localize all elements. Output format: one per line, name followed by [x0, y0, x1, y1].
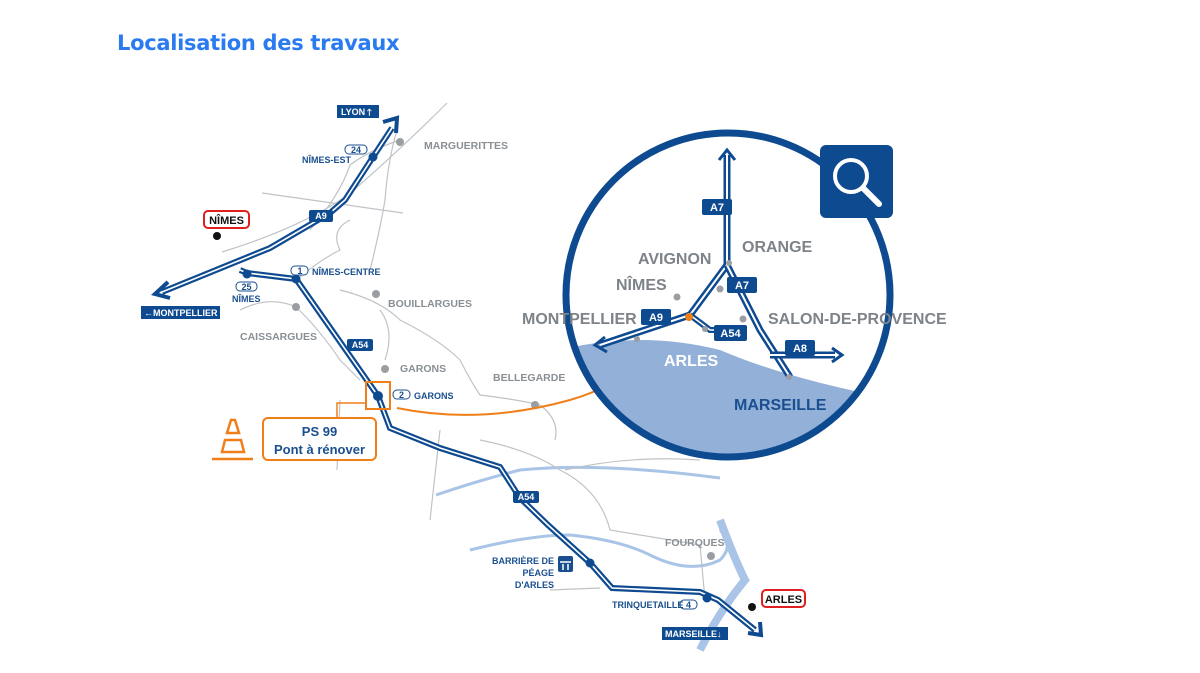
town-label: BOUILLARGUES	[388, 298, 472, 310]
svg-text:MARSEILLE: MARSEILLE	[665, 629, 717, 639]
arrow-up-icon: 🡑	[367, 107, 372, 117]
town-label: FOURQUES	[665, 537, 725, 549]
highway-shield	[513, 491, 539, 503]
svg-text:NÎMES-EST: NÎMES-EST	[302, 154, 352, 165]
exit-24: 24 NÎMES-EST	[302, 144, 368, 165]
svg-text:MONTPELLIER: MONTPELLIER	[522, 311, 637, 328]
direction-lyon: LYON 🡑	[337, 105, 379, 118]
exit-1: 1 NÎMES-CENTRE	[290, 265, 381, 277]
arrow-west-icon	[150, 280, 171, 300]
arrow-north-icon	[382, 115, 400, 134]
svg-text:PÉAGE: PÉAGE	[522, 568, 554, 578]
svg-text:PS 99: PS 99	[302, 424, 337, 439]
svg-text:A54: A54	[352, 340, 369, 350]
exit-4: 4 TRINQUETAILLE	[612, 599, 698, 610]
highway-a54	[238, 267, 764, 638]
highway-shield	[347, 339, 373, 351]
svg-text:1: 1	[297, 266, 302, 276]
svg-text:LYON: LYON	[341, 107, 365, 117]
svg-text:MARSEILLE: MARSEILLE	[734, 397, 827, 414]
town-label: BELLEGARDE	[493, 372, 565, 384]
svg-text:SALON-DE-PROVENCE: SALON-DE-PROVENCE	[768, 311, 947, 328]
svg-text:GARONS: GARONS	[414, 391, 454, 401]
svg-text:24: 24	[351, 145, 361, 155]
svg-text:ORANGE: ORANGE	[742, 239, 813, 256]
svg-text:NÎMES-CENTRE: NÎMES-CENTRE	[312, 266, 381, 277]
worksite-marker: PS 99 Pont à rénover	[262, 319, 681, 461]
arles-dot	[748, 603, 756, 611]
svg-text:ARLES: ARLES	[765, 594, 802, 606]
svg-text:MONTPELLIER: MONTPELLIER	[153, 308, 218, 318]
highway-shield	[309, 210, 333, 222]
arrow-left-icon: ←	[144, 308, 153, 318]
town-label: CAISSARGUES	[240, 331, 317, 343]
svg-text:A9: A9	[649, 312, 663, 324]
town-label: GARONS	[400, 363, 446, 375]
svg-text:A54: A54	[720, 328, 741, 340]
svg-text:TRINQUETAILLE: TRINQUETAILLE	[612, 600, 683, 610]
svg-text:NÎMES: NÎMES	[232, 293, 261, 304]
toll-icon	[558, 556, 573, 572]
city-arles: ARLES	[761, 589, 806, 608]
svg-text:D'ARLES: D'ARLES	[515, 580, 554, 590]
svg-text:NÎMES: NÎMES	[209, 214, 244, 227]
inset-circle: AVIGNON ORANGE NÎMES MONTPELLIER SALON-D…	[522, 129, 947, 461]
svg-text:A7: A7	[710, 202, 724, 214]
svg-text:A7: A7	[735, 280, 749, 292]
svg-text:A8: A8	[793, 343, 807, 355]
magnifier-icon	[820, 145, 893, 218]
direction-marseille: MARSEILLE ↓	[662, 627, 728, 640]
svg-text:2: 2	[399, 390, 404, 400]
interchanges	[242, 152, 712, 603]
highway-a9	[150, 115, 400, 300]
svg-text:25: 25	[241, 282, 251, 292]
arrow-southeast-icon	[747, 621, 764, 638]
svg-text:ARLES: ARLES	[664, 353, 719, 370]
nimes-dot	[213, 232, 221, 240]
exit-2: 2 GARONS	[392, 389, 454, 401]
town-label: MARGUERITTES	[424, 140, 508, 152]
svg-text:4: 4	[686, 600, 691, 610]
town-dots	[292, 138, 715, 560]
toll-barrier: BARRIÈRE DE PÉAGE D'ARLES	[492, 556, 573, 590]
direction-montpellier: ← MONTPELLIER	[141, 306, 220, 319]
svg-text:NÎMES: NÎMES	[616, 275, 667, 294]
svg-text:Pont à rénover: Pont à rénover	[274, 442, 365, 457]
svg-text:A9: A9	[315, 211, 327, 221]
exit-25: 25 NÎMES	[232, 281, 261, 304]
traffic-cone-icon	[212, 418, 253, 461]
svg-text:A54: A54	[518, 492, 535, 502]
city-nimes: NÎMES	[203, 210, 250, 229]
page-title: Localisation des travaux	[117, 31, 400, 55]
svg-text:BARRIÈRE DE: BARRIÈRE DE	[492, 556, 554, 566]
arrow-down-icon: ↓	[717, 629, 722, 639]
svg-text:AVIGNON: AVIGNON	[638, 251, 711, 268]
